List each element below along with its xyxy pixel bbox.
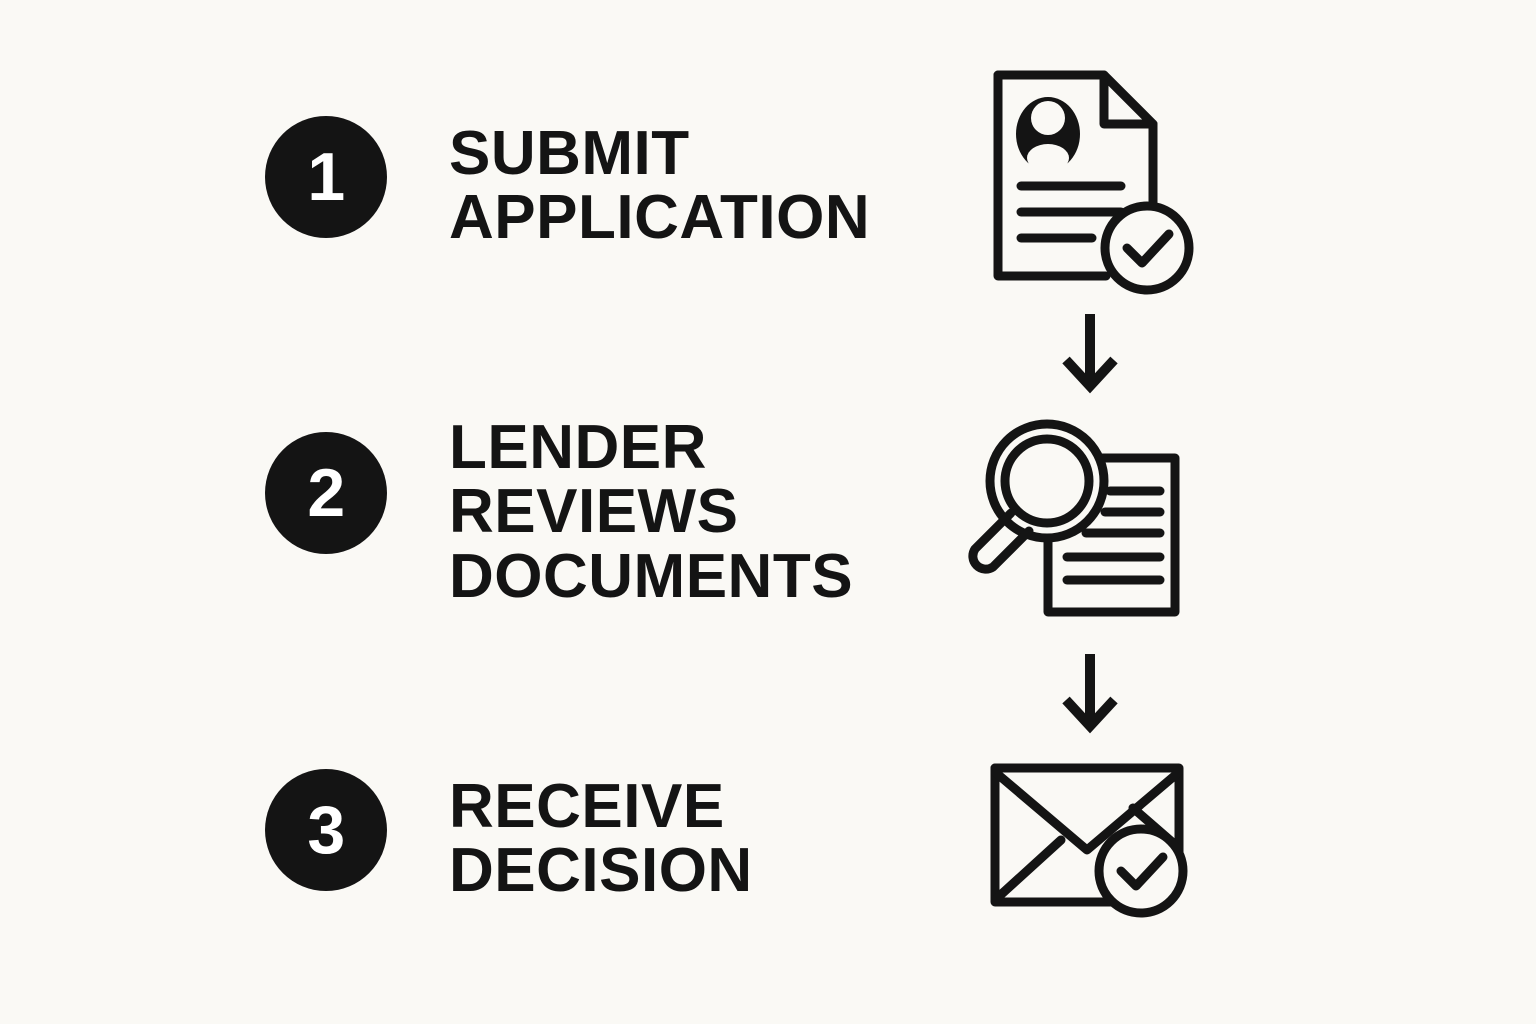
step-number-badge-2: 2 [265, 432, 387, 554]
step-item-1: 1 SUBMIT APPLICATION [265, 116, 870, 251]
step-label-1: SUBMIT APPLICATION [449, 119, 871, 253]
step-icon-3-slot [940, 752, 1240, 920]
check-badge-icon [1094, 824, 1187, 918]
step-number-badge-3: 3 [265, 769, 387, 891]
document-profile-check-icon [993, 70, 1194, 295]
step-list: 1 SUBMIT APPLICATION 2 LENDER REVIEWS DO… [265, 0, 965, 1024]
connector-arrow-2-slot [940, 652, 1240, 734]
step-item-2: 2 LENDER REVIEWS DOCUMENTS [265, 415, 853, 609]
envelope-check-icon [990, 763, 1187, 918]
avatar-glyph [1016, 97, 1080, 172]
step-number-badge-1: 1 [265, 116, 387, 238]
arrow-down-icon [1062, 314, 1118, 394]
step-label-2: LENDER REVIEWS DOCUMENTS [449, 413, 854, 611]
magnifier-glyph [968, 419, 1109, 574]
step-label-3: RECEIVE DECISION [449, 772, 753, 906]
icon-flow [940, 0, 1270, 1024]
step-icon-1-slot [940, 62, 1240, 298]
magnifier-document-icon [968, 419, 1180, 617]
arrow-down-icon [1062, 654, 1118, 734]
check-badge-icon [1100, 201, 1194, 295]
step-item-3: 3 RECEIVE DECISION [265, 769, 753, 904]
connector-arrow-1-slot [940, 312, 1240, 394]
step-icon-2-slot [940, 412, 1240, 632]
